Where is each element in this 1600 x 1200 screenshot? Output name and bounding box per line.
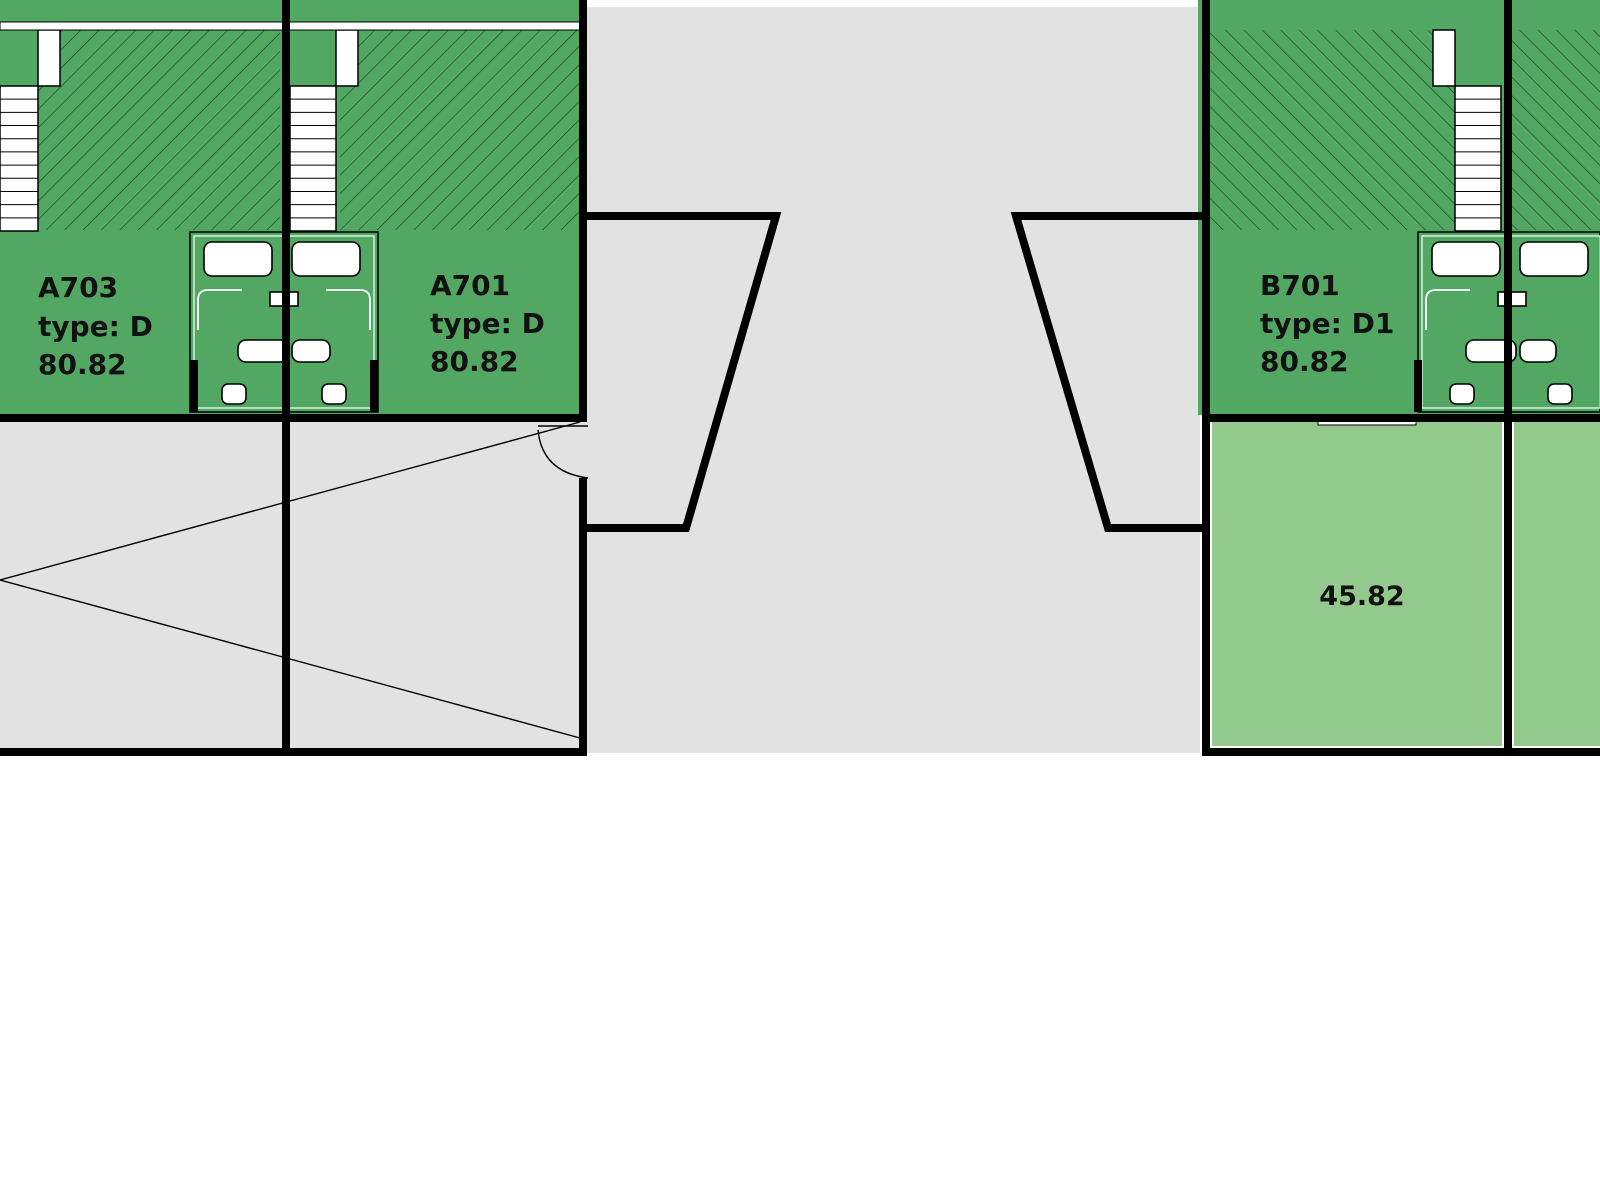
a701-hatched-zone bbox=[340, 30, 580, 230]
bathtub-icon bbox=[1519, 241, 1589, 277]
unit-area: 80.82 bbox=[1260, 345, 1349, 378]
bathtub-icon bbox=[291, 241, 361, 277]
bathtub-icon bbox=[1431, 241, 1501, 277]
sink-icon bbox=[1449, 383, 1475, 405]
sink-icon bbox=[321, 383, 347, 405]
door-swing bbox=[537, 425, 589, 479]
toilet-icon bbox=[237, 339, 289, 363]
sink-icon bbox=[221, 383, 247, 405]
sink-icon bbox=[1547, 383, 1573, 405]
walls bbox=[0, 0, 1600, 756]
unit-id: B701 bbox=[1260, 269, 1340, 302]
lower-gray-area bbox=[0, 415, 583, 755]
toilet-icon bbox=[1519, 339, 1557, 363]
toilet-icon bbox=[291, 339, 331, 363]
b703-hatched-zone bbox=[1512, 30, 1600, 230]
unit-id: A703 bbox=[38, 271, 118, 304]
balcony-area bbox=[1212, 420, 1502, 746]
toilet-icon bbox=[1465, 339, 1517, 363]
balcony-area-adjacent bbox=[1514, 420, 1600, 746]
unit-area: 80.82 bbox=[430, 345, 519, 378]
bathtub-icon bbox=[203, 241, 273, 277]
a703-hatched-zone bbox=[38, 30, 280, 230]
unit-b701-label: B701 type: D1 80.82 bbox=[1260, 269, 1394, 378]
b701-hatched-zone bbox=[1210, 30, 1456, 230]
common-corridor bbox=[580, 7, 1200, 753]
unit-id: A701 bbox=[430, 269, 510, 302]
stair-b701 bbox=[1432, 29, 1502, 232]
stair-a701 bbox=[289, 29, 359, 232]
balcony-area-label: 45.82 bbox=[1319, 581, 1404, 612]
unit-a703-label: A703 type: D 80.82 bbox=[38, 271, 153, 381]
unit-area: 80.82 bbox=[38, 348, 127, 381]
unit-type: type: D bbox=[38, 310, 153, 343]
unit-type: type: D1 bbox=[1260, 307, 1394, 340]
unit-type: type: D bbox=[430, 307, 545, 340]
unit-a701-label: A701 type: D 80.82 bbox=[430, 269, 545, 378]
